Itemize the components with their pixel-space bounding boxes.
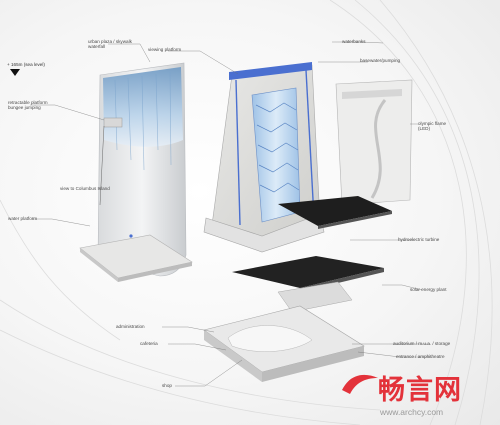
label-solar-plant: solar energy plant [410, 287, 447, 292]
turbine-slab [278, 196, 392, 229]
watermark-url: www.archcy.com [380, 407, 444, 417]
elevation-marker: + 165m (sea level) [7, 62, 45, 67]
elevation-triangle-icon [10, 69, 20, 76]
watermark: 畅言网 www.archcy.com [340, 362, 500, 425]
urban-plaza-text: urban plaza / skywalk [88, 39, 132, 44]
label-olympic-flame: olympic flame (LED) [418, 121, 446, 132]
label-view-columbus: view to Columbus Island [60, 186, 110, 191]
label-waterbanks: waterbanks [342, 39, 366, 44]
label-administration: administration [116, 324, 145, 329]
label-viewing-platform: viewing platform [148, 47, 182, 52]
label-cafeteria: cafeteria [140, 341, 158, 346]
label-retractable-platform: retractable platform bungee jumping [8, 100, 48, 111]
flame-panel [335, 79, 413, 206]
label-hydro-turbine: hydroelectric turbine [398, 237, 440, 242]
label-entrance: entrance / amphitheatre [396, 354, 445, 359]
label-auditorium: auditorium / m.u.a. / storage [393, 341, 451, 346]
olympic-flame-text: olympic flame [418, 121, 447, 126]
label-urban-plaza: urban plaza / skywalk waterfall [88, 39, 132, 50]
solar-slab [232, 256, 384, 292]
label-basewater: basewater/pumping [360, 58, 401, 63]
watermark-brand: 畅言网 [378, 375, 462, 406]
base-building [203, 305, 365, 382]
waterfall-wall [79, 62, 193, 282]
bungee-text: bungee jumping [8, 105, 41, 111]
platform-slab [277, 281, 353, 313]
label-water-platform: water platform [8, 216, 38, 221]
retractable-text: retractable platform [8, 100, 48, 105]
core-structure [203, 62, 325, 253]
led-text: (LED) [418, 126, 430, 132]
label-shop: shop [162, 383, 172, 388]
leader-lines [30, 41, 432, 387]
elevation-label: + 165m (sea level) [7, 62, 45, 67]
watermark-swoosh-icon [342, 374, 378, 394]
waterfall-text: waterfall [88, 44, 106, 50]
